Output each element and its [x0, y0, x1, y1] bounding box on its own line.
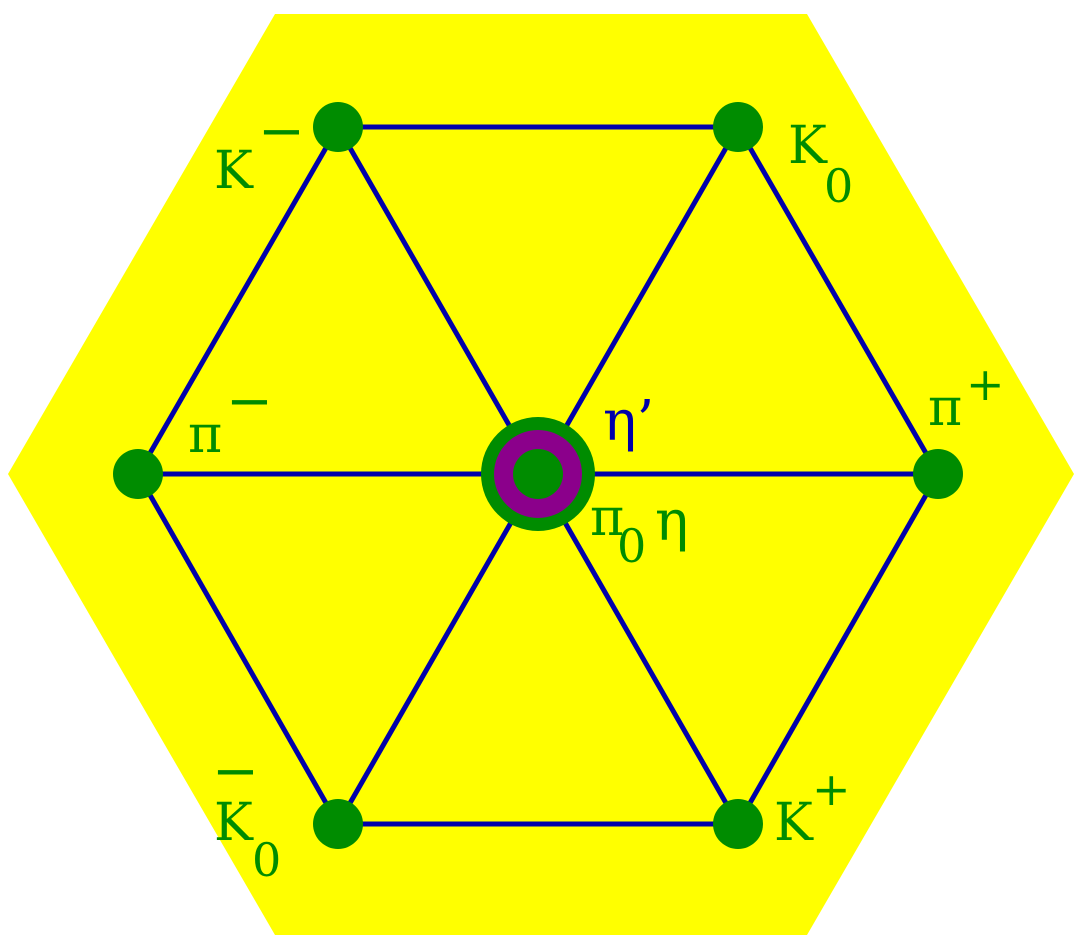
- node-k-plus: [713, 799, 763, 849]
- label-k-plus: K: [774, 793, 814, 853]
- label-k-zero-bar-overbar: −: [212, 739, 259, 804]
- label-pi-minus-sup: −: [226, 369, 273, 434]
- edge-pi-plus-k-plus: [735, 472, 941, 826]
- node-pi-plus: [913, 449, 963, 499]
- node-k-minus: [313, 102, 363, 152]
- label-eta-prime: η’: [603, 389, 654, 454]
- node-k-zero: [713, 102, 763, 152]
- node-center-inner: [513, 449, 563, 499]
- label-pi-zero: π: [590, 488, 624, 548]
- edge-k-zero-pi-plus: [735, 125, 941, 476]
- node-k-zero-bar: [313, 799, 363, 849]
- label-eta: η: [655, 489, 689, 554]
- edge-pi-minus-k-zero-bar: [135, 472, 341, 826]
- label-k-zero: K: [788, 116, 828, 176]
- label-k-zero-bar-sub: 0: [252, 833, 281, 887]
- nodes: [113, 102, 963, 849]
- label-pi-plus: π: [928, 378, 962, 438]
- label-pi-minus: π: [188, 405, 222, 465]
- label-k-zero-bar: K: [214, 793, 254, 853]
- label-k-plus-sup: +: [812, 762, 851, 816]
- label-pi-plus-sup: +: [966, 357, 1005, 411]
- label-k-minus-sup: −: [258, 99, 305, 164]
- label-k-zero-sub: 0: [824, 159, 853, 213]
- node-pi-minus: [113, 449, 163, 499]
- label-pi-zero-sub: 0: [617, 519, 646, 573]
- label-k-minus: K: [214, 141, 254, 201]
- edge-k-minus-pi-minus: [135, 125, 341, 476]
